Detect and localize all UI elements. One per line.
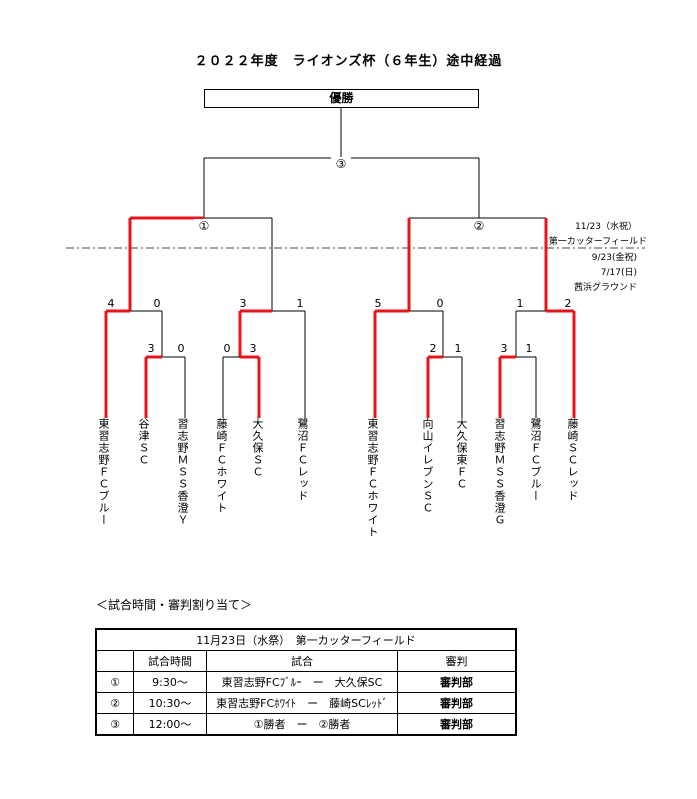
match-time: 9:30～ [133, 671, 207, 693]
team-name: 習志野ＭＳＳ香澄Ｙ [176, 418, 189, 526]
match-teams: 東習志野FCﾎﾜｲﾄ ー 藤崎SCﾚｯﾄﾞ [206, 692, 398, 714]
team-name: 鷺沼ＦＣブルー [529, 418, 542, 502]
team-name: 習志野ＭＳＳ香澄Ｇ [493, 418, 506, 526]
match-teams: 東習志野FCﾌﾞﾙｰ ー 大久保SC [206, 671, 398, 693]
final-match-marker: ③ [331, 157, 351, 171]
team-name: 東習志野ＦＣホワイト [366, 418, 379, 538]
score-label: 3 [147, 342, 155, 355]
score-label: 2 [564, 297, 572, 310]
score-label: 1 [454, 342, 462, 355]
column-header: 試合 [206, 650, 398, 672]
schedule-header: 11月23日（水祭） 第一カッターフィールド [95, 628, 517, 651]
team-name: 大久保東ＦＣ [455, 418, 468, 490]
score-label: 0 [153, 297, 161, 310]
match-number: ③ [95, 713, 134, 736]
score-label: 3 [500, 342, 508, 355]
champion-box: 優勝 [204, 89, 479, 108]
final-venue: 第一カッターフィールド [548, 237, 647, 247]
score-label: 1 [525, 342, 533, 355]
final-date: 11/23（水祝） [575, 222, 637, 232]
score-label: 3 [249, 342, 257, 355]
score-label: 0 [177, 342, 185, 355]
score-label: 0 [223, 342, 231, 355]
table-row: ① 9:30～ 東習志野FCﾌﾞﾙｰ ー 大久保SC 審判部 [95, 671, 517, 693]
match-referee: 審判部 [397, 692, 517, 714]
match-time: 12:00～ [133, 713, 207, 736]
column-header [95, 650, 134, 672]
page-title: ２０２２年度 ライオンズ杯（６年生）途中経過 [194, 54, 503, 69]
match-teams: ①勝者 ー ②勝者 [206, 713, 398, 736]
match-number: ② [95, 692, 134, 714]
round-venue: 茜浜グラウンド [573, 283, 637, 293]
team-name: 東習志野ＦＣブルー [97, 418, 110, 526]
tournament-bracket [66, 108, 645, 418]
match-referee: 審判部 [397, 713, 517, 736]
team-name: 谷津ＳＣ [137, 418, 150, 466]
schedule-heading: ＜試合時間・審判割り当て＞ [96, 598, 253, 612]
semifinal-right-marker: ② [469, 219, 489, 233]
semifinal-left-marker: ① [194, 219, 214, 233]
round1-date: 7/17(日) [600, 268, 637, 278]
team-name: 藤崎ＳＣレッド [566, 418, 579, 502]
score-label: 5 [374, 297, 382, 310]
score-label: 1 [296, 297, 304, 310]
table-row: ③ 12:00～ ①勝者 ー ②勝者 審判部 [95, 713, 517, 736]
column-header: 試合時間 [133, 650, 207, 672]
match-number: ① [95, 671, 134, 693]
table-row: ② 10:30～ 東習志野FCﾎﾜｲﾄ ー 藤崎SCﾚｯﾄﾞ 審判部 [95, 692, 517, 714]
round2-date: 9/23(金祝) [591, 253, 637, 263]
column-header: 審判 [397, 650, 517, 672]
score-label: 3 [239, 297, 247, 310]
team-name: 向山イレブンＳＣ [421, 418, 434, 514]
match-referee: 審判部 [397, 671, 517, 693]
team-name: 大久保ＳＣ [251, 418, 264, 478]
schedule-table: 11月23日（水祭） 第一カッターフィールド 試合時間 試合 審判 ① 9:30… [95, 628, 517, 736]
team-name: 鷺沼ＦＣレッド [296, 418, 309, 502]
score-label: 1 [516, 297, 524, 310]
score-label: 4 [107, 297, 115, 310]
team-name: 藤崎ＦＣホワイト [215, 418, 228, 514]
score-label: 0 [436, 297, 444, 310]
match-time: 10:30～ [133, 692, 207, 714]
score-label: 2 [429, 342, 437, 355]
